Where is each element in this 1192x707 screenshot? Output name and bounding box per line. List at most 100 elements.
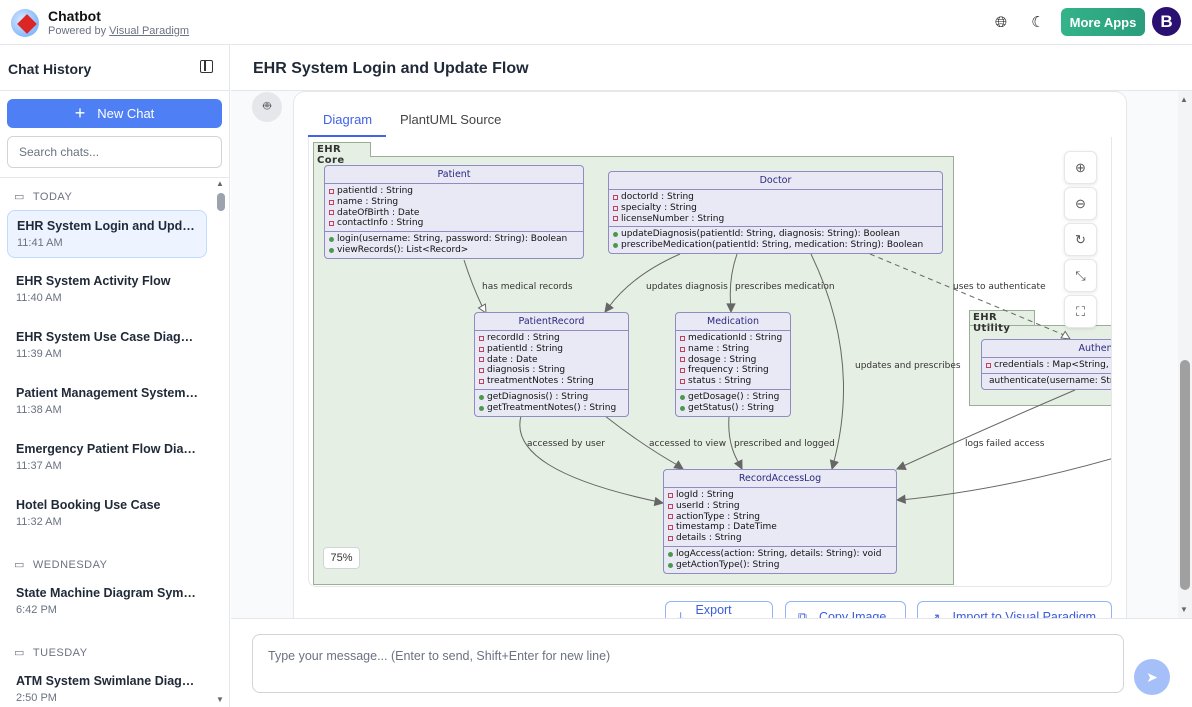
globe-icon[interactable]: 🌐︎ — [994, 13, 1007, 31]
relationship-edge — [810, 253, 844, 466]
relationship-edge — [869, 253, 1065, 336]
arrowhead — [1060, 330, 1071, 340]
chat-title: ATM System Swimlane Diagram — [16, 674, 198, 688]
avatar[interactable]: B — [1152, 7, 1181, 36]
class-method: getStatus() : String — [680, 403, 786, 414]
calendar-icon: ▭ — [14, 647, 25, 659]
arrowhead — [726, 303, 736, 314]
scroll-up-icon[interactable]: ▲ — [1180, 95, 1188, 104]
zoom-out-icon[interactable]: ⊖ — [1064, 187, 1097, 220]
class-name: Authenticator — [982, 340, 1111, 358]
arrowhead — [829, 459, 839, 471]
visual-paradigm-logo — [11, 9, 39, 37]
more-apps-button[interactable]: More Apps — [1061, 8, 1145, 36]
class-method: authenticate(username: String, password:… — [989, 375, 1111, 386]
class-method: viewRecords(): List<Record> — [329, 245, 579, 256]
fullscreen-icon[interactable]: ⛶ — [1064, 295, 1097, 328]
sidebar-scrollbar[interactable] — [217, 193, 225, 211]
message-input[interactable]: Type your message... (Enter to send, Shi… — [252, 634, 1124, 693]
main-scrollbar-thumb[interactable] — [1180, 360, 1190, 590]
group-heading: ▭TUESDAY — [14, 646, 88, 660]
group-label: WEDNESDAY — [32, 558, 108, 571]
class-attribute: status : String — [680, 376, 786, 387]
visibility-icon — [668, 492, 673, 498]
tab-diagram[interactable]: Diagram — [323, 112, 373, 127]
package-tab: EHR Utility — [969, 310, 1035, 334]
export-svg-button[interactable]: ⤓Export SVG — [665, 601, 773, 618]
app-name: Chatbot — [48, 8, 101, 24]
chat-title: EHR System Use Case Diagram — [16, 330, 198, 344]
class-attributes: credentials : Map<String, String> — [982, 358, 1111, 373]
zoom-in-icon[interactable]: ⊕ — [1064, 151, 1097, 184]
edge-label: prescribed and logged — [734, 439, 835, 449]
new-chat-label: New Chat — [97, 106, 155, 121]
sidebar-toggle-icon[interactable] — [200, 60, 213, 73]
visibility-icon — [329, 237, 334, 243]
group-heading: ▭TODAY — [14, 190, 72, 204]
reset-icon[interactable]: ↻ — [1064, 223, 1097, 256]
search-input[interactable]: Search chats... — [7, 136, 222, 168]
class-attribute: dateOfBirth : Date — [329, 208, 579, 219]
chat-time: 11:41 AM — [17, 237, 63, 249]
moon-icon[interactable]: ☾ — [1031, 14, 1045, 31]
visibility-icon — [680, 405, 685, 411]
class-method: updateDiagnosis(patientId: String, diagn… — [613, 229, 938, 240]
class-name: Patient — [325, 166, 583, 184]
scroll-up-icon[interactable]: ▲ — [216, 179, 224, 188]
group-heading: ▭WEDNESDAY — [14, 558, 108, 572]
chat-history-item[interactable]: Patient Management System Class Diagram1… — [7, 378, 207, 426]
scroll-down-icon[interactable]: ▼ — [216, 695, 224, 704]
edge-label: logs failed access — [965, 439, 1045, 449]
chat-header: EHR System Login and Update Flow — [231, 45, 1192, 91]
chat-history-item[interactable]: ATM System Swimlane Diagram 2:50 PM — [7, 666, 207, 707]
fit-icon[interactable]: ⤡ — [1064, 259, 1097, 292]
class-name: Medication — [676, 313, 790, 331]
arrowhead — [895, 461, 907, 470]
class-attribute: diagnosis : String — [479, 365, 624, 376]
powered-by-label: Powered by — [48, 25, 107, 37]
scroll-down-icon[interactable]: ▼ — [1180, 605, 1188, 614]
visibility-icon — [680, 357, 685, 363]
visual-paradigm-link[interactable]: Visual Paradigm — [109, 25, 190, 37]
visibility-icon — [479, 346, 484, 352]
download-icon: ⤓ — [678, 609, 684, 619]
copy-icon: ⧉ — [798, 609, 807, 619]
visibility-icon — [479, 357, 484, 363]
class-attribute: patientId : String — [329, 186, 579, 197]
arrowhead — [477, 303, 487, 314]
visibility-icon — [479, 379, 484, 385]
send-icon[interactable]: ➤ — [1134, 659, 1170, 695]
chat-title: Emergency Patient Flow Diagram — [16, 442, 198, 456]
edge-label: updates diagnosis — [646, 282, 728, 292]
chat-time: 2:50 PM — [16, 692, 57, 704]
new-chat-button[interactable]: +New Chat — [7, 99, 222, 128]
tab-plantuml-source[interactable]: PlantUML Source — [400, 112, 502, 127]
class-attribute: licenseNumber : String — [613, 214, 938, 225]
visibility-icon — [329, 188, 334, 194]
chat-title: Hotel Booking Use Case — [16, 498, 161, 512]
copy-image-button[interactable]: ⧉Copy Image — [785, 601, 906, 618]
visibility-icon — [668, 514, 673, 520]
uml-class[interactable]: Authenticatorcredentials : Map<String, S… — [981, 339, 1111, 390]
visibility-icon — [986, 362, 991, 368]
class-attribute: details : String — [668, 533, 892, 544]
active-tab-indicator — [308, 135, 386, 137]
visibility-icon — [680, 335, 685, 341]
import-button[interactable]: ↗Import to Visual Paradigm — [917, 601, 1112, 618]
